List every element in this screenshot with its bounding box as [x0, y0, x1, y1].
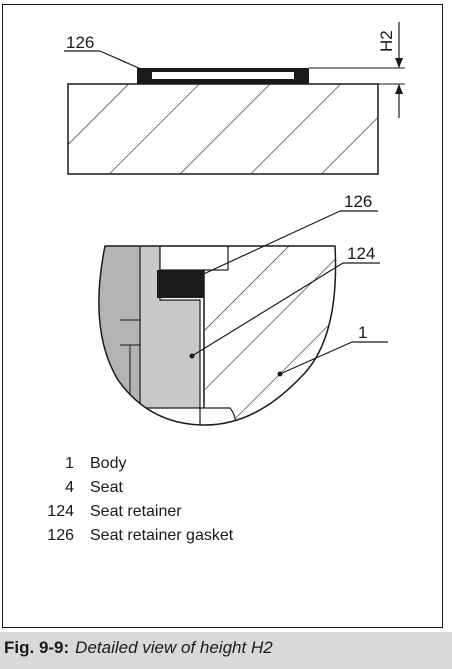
legend-item: 1 Body: [32, 452, 332, 476]
label-body: 1: [358, 323, 367, 342]
legend-item: 126 Seat retainer gasket: [32, 524, 332, 548]
leader-retainer: [191, 262, 344, 357]
legend-text: Body: [90, 455, 127, 472]
label-retainer: 124: [347, 244, 375, 263]
figure-frame: [2, 4, 443, 628]
legend: 1 Body 4 Seat 124 Seat retainer 126 Seat…: [32, 452, 332, 548]
caption-text: Detailed view of height H2: [75, 638, 273, 657]
leader-gasket: [181, 210, 341, 285]
detail-view: 126 124 1: [98, 192, 388, 426]
detail-outline: [98, 245, 337, 426]
legend-number: 124: [47, 503, 74, 520]
legend-text: Seat retainer: [90, 503, 182, 520]
gasket-inner: [152, 72, 294, 79]
label-height: H2: [377, 30, 396, 52]
label-gasket-detail: 126: [344, 192, 372, 211]
leader-line: [99, 50, 151, 74]
body-section: [67, 83, 379, 175]
legend-number: 126: [47, 527, 74, 544]
top-view: 126 H2: [64, 22, 405, 175]
label-gasket-top: 126: [66, 33, 94, 52]
caption-label: Fig. 9-9:: [4, 638, 70, 657]
legend-item: 4 Seat: [32, 476, 332, 500]
top-cavity: [159, 246, 229, 271]
legend-text: Seat retainer gasket: [90, 527, 234, 544]
arrow-head-up: [395, 84, 403, 94]
legend-item: 124 Seat retainer: [32, 500, 332, 524]
technical-drawing: 126 H2: [64, 22, 405, 426]
legend-number: 4: [65, 479, 74, 496]
figure-caption: Fig. 9-9: Detailed view of height H2: [0, 632, 452, 669]
arrow-head-down: [395, 58, 403, 68]
leader-body: [279, 341, 353, 375]
gasket-detail: [157, 270, 204, 298]
legend-number: 1: [65, 455, 74, 472]
legend-text: Seat: [90, 479, 123, 496]
left-component: [98, 246, 140, 425]
